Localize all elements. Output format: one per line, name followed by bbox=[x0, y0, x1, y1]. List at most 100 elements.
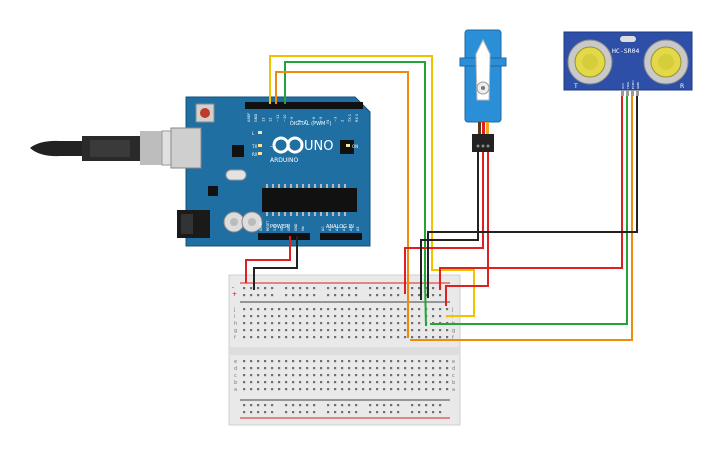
breadboard-hole bbox=[257, 322, 260, 325]
breadboard-hole bbox=[271, 411, 274, 414]
breadboard-hole bbox=[432, 308, 435, 311]
breadboard-hole bbox=[292, 388, 295, 391]
breadboard-hole bbox=[250, 388, 253, 391]
breadboard-hole bbox=[418, 367, 421, 370]
breadboard-hole bbox=[404, 322, 407, 325]
breadboard-hole bbox=[418, 294, 421, 297]
breadboard-hole bbox=[334, 294, 337, 297]
breadboard-hole bbox=[278, 308, 281, 311]
analog-pin-label: A4 bbox=[349, 227, 353, 231]
digital-pin-label: AREF bbox=[247, 113, 251, 122]
breadboard-hole bbox=[411, 404, 414, 407]
breadboard-hole bbox=[278, 388, 281, 391]
breadboard-hole bbox=[439, 294, 442, 297]
analog-pin-label: A0 bbox=[321, 227, 325, 231]
breadboard-row-letter: g bbox=[234, 328, 237, 334]
breadboard-hole bbox=[257, 411, 260, 414]
breadboard-hole bbox=[390, 360, 393, 363]
breadboard-hole bbox=[320, 336, 323, 339]
breadboard-hole bbox=[418, 329, 421, 332]
breadboard-hole bbox=[355, 294, 358, 297]
breadboard-hole bbox=[376, 336, 379, 339]
breadboard-hole bbox=[243, 315, 246, 318]
digital-pin-label: 4 bbox=[326, 119, 330, 122]
breadboard-hole bbox=[439, 336, 442, 339]
breadboard-hole bbox=[334, 411, 337, 414]
breadboard-hole bbox=[341, 336, 344, 339]
breadboard-hole bbox=[320, 322, 323, 325]
breadboard-hole bbox=[418, 411, 421, 414]
breadboard-hole bbox=[411, 287, 414, 290]
breadboard-hole bbox=[439, 329, 442, 332]
breadboard-hole bbox=[313, 336, 316, 339]
breadboard-hole bbox=[348, 287, 351, 290]
breadboard-hole bbox=[362, 322, 365, 325]
breadboard-hole bbox=[348, 315, 351, 318]
wire-sensor-vcc bbox=[439, 96, 623, 290]
breadboard-hole bbox=[250, 374, 253, 377]
power-header bbox=[258, 233, 310, 240]
digital-pin-label: 2 bbox=[341, 120, 345, 122]
breadboard-hole bbox=[299, 322, 302, 325]
breadboard-hole bbox=[425, 336, 428, 339]
breadboard-row-letter: h bbox=[234, 321, 237, 327]
breadboard-hole bbox=[432, 360, 435, 363]
breadboard-hole bbox=[397, 287, 400, 290]
digital-pin-label: TX 1 bbox=[348, 114, 352, 123]
breadboard-hole bbox=[383, 287, 386, 290]
breadboard-hole bbox=[404, 374, 407, 377]
breadboard-hole bbox=[362, 381, 365, 384]
wire-yellow bbox=[269, 55, 475, 317]
breadboard-hole bbox=[334, 336, 337, 339]
breadboard-hole bbox=[257, 374, 260, 377]
breadboard-hole bbox=[334, 287, 337, 290]
breadboard-hole bbox=[439, 374, 442, 377]
breadboard-hole bbox=[383, 329, 386, 332]
wires bbox=[245, 55, 638, 341]
digital-pin-label: ~5 bbox=[319, 117, 323, 122]
breadboard-hole bbox=[257, 367, 260, 370]
breadboard-row-letter: g bbox=[452, 328, 455, 334]
breadboard-row-letter: e bbox=[234, 359, 237, 365]
breadboard-hole bbox=[299, 367, 302, 370]
breadboard-hole bbox=[348, 329, 351, 332]
breadboard-hole bbox=[264, 336, 267, 339]
breadboard-hole bbox=[411, 294, 414, 297]
led-tx-label: TX bbox=[251, 144, 257, 149]
breadboard-hole bbox=[271, 336, 274, 339]
breadboard-hole bbox=[250, 411, 253, 414]
breadboard-hole bbox=[271, 322, 274, 325]
breadboard-hole bbox=[432, 381, 435, 384]
breadboard-hole bbox=[334, 388, 337, 391]
power-pin-label: RESET bbox=[266, 221, 270, 231]
breadboard-hole bbox=[390, 329, 393, 332]
wire-sensor-trig bbox=[430, 96, 628, 325]
breadboard-hole bbox=[425, 374, 428, 377]
breadboard-hole bbox=[390, 367, 393, 370]
breadboard-hole bbox=[446, 308, 449, 311]
breadboard-row-letter: b bbox=[234, 380, 237, 386]
breadboard-hole bbox=[355, 367, 358, 370]
breadboard-hole bbox=[250, 322, 253, 325]
breadboard-hole bbox=[278, 381, 281, 384]
breadboard-hole bbox=[362, 329, 365, 332]
sensor-pin-label: TRIG bbox=[626, 81, 630, 90]
breadboard-hole bbox=[355, 381, 358, 384]
breadboard-holes bbox=[243, 287, 449, 414]
breadboard-hole bbox=[306, 329, 309, 332]
svg-text:+: + bbox=[286, 143, 291, 150]
breadboard-hole bbox=[411, 308, 414, 311]
breadboard-hole bbox=[257, 329, 260, 332]
breadboard-hole bbox=[397, 388, 400, 391]
breadboard-hole bbox=[383, 388, 386, 391]
breadboard-hole bbox=[376, 374, 379, 377]
wire-sensor-gnd bbox=[427, 96, 638, 298]
breadboard-hole bbox=[299, 308, 302, 311]
breadboard-hole bbox=[383, 411, 386, 414]
usb-cable bbox=[30, 130, 193, 166]
breadboard-hole bbox=[390, 322, 393, 325]
breadboard-hole bbox=[432, 388, 435, 391]
